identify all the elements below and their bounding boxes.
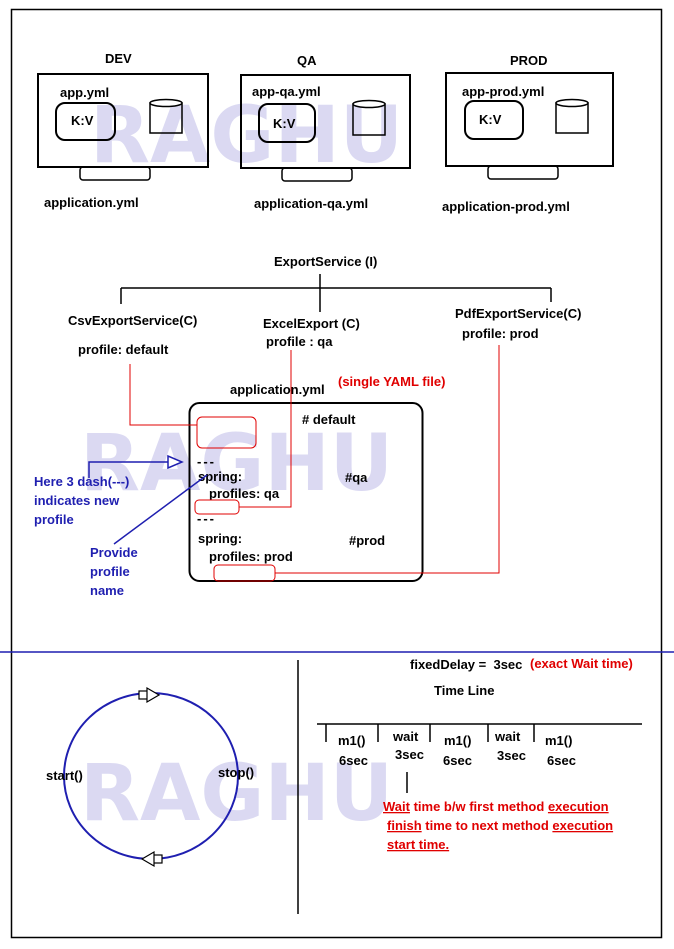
env-qa-kv: K:V — [273, 116, 296, 131]
env-prod-kv: K:V — [479, 112, 502, 127]
timeline-title: Time Line — [434, 683, 494, 698]
cycle-diagram: start() stop() — [46, 686, 254, 868]
yaml-prod-profiles: profiles: prod — [209, 549, 293, 564]
env-dev-stand — [79, 166, 151, 181]
cycle-start-label: start() — [46, 768, 83, 783]
expl-finish: finish — [387, 818, 422, 833]
explanation-line2: finish time to next method execution — [387, 818, 613, 833]
yaml-prod-comment: #prod — [349, 533, 385, 548]
timeline-segments: m1() 6sec wait 3sec m1() 6sec wait 3sec … — [338, 729, 576, 768]
dash-note-line2: indicates new — [34, 493, 120, 508]
csv-service-profile: profile: default — [78, 342, 169, 357]
env-dev-file: app.yml — [60, 85, 109, 100]
yaml-dashes-1: --- — [197, 454, 216, 469]
env-qa: QA app-qa.yml K:V application-qa.yml — [240, 53, 411, 211]
env-prod-stand — [487, 165, 559, 180]
env-qa-title: QA — [297, 53, 317, 68]
segment-2-bottom: 3sec — [395, 747, 424, 762]
yaml-note: (single YAML file) — [338, 374, 445, 389]
env-prod-caption: application-prod.yml — [442, 199, 570, 214]
cycle-arrow-bottom-icon — [140, 850, 163, 868]
env-qa-caption: application-qa.yml — [254, 196, 368, 211]
segment-3-top: m1() — [444, 733, 471, 748]
expl-execution2: execution — [552, 818, 613, 833]
pdf-service-name: PdfExportService(C) — [455, 306, 581, 321]
csv-service-name: CsvExportService(C) — [68, 313, 197, 328]
excel-connector — [239, 350, 292, 508]
env-prod-file: app-prod.yml — [462, 84, 544, 99]
env-dev-caption: application.yml — [44, 195, 139, 210]
segment-5-top: m1() — [545, 733, 572, 748]
pdf-connector — [275, 345, 500, 574]
expl-execution1: execution — [548, 799, 609, 814]
pdf-service-profile: profile: prod — [462, 326, 539, 341]
dash-note-arrow-icon — [167, 454, 184, 470]
env-dev-kv-box — [55, 102, 116, 141]
yaml-qa-comment: #qa — [345, 470, 368, 485]
env-dev-database-icon — [149, 98, 183, 134]
excel-service-name: ExcelExport (C) — [263, 316, 360, 331]
segment-2-top: wait — [392, 729, 419, 744]
expl-text1: time b/w first method — [410, 799, 548, 814]
timeline-explanation: Wait time b/w first method execution fin… — [383, 799, 613, 852]
env-prod: PROD app-prod.yml K:V application-prod.y… — [442, 53, 614, 214]
expl-wait: Wait — [383, 799, 411, 814]
yaml-file-box — [188, 402, 424, 582]
fixed-delay-label: fixedDelay = 3sec — [410, 657, 522, 672]
env-dev-title: DEV — [105, 51, 132, 66]
blue-notes: Here 3 dash(---) indicates new profile P… — [34, 454, 208, 598]
env-qa-file: app-qa.yml — [252, 84, 321, 99]
segment-3-bottom: 6sec — [443, 753, 472, 768]
segment-4-bottom: 3sec — [497, 748, 526, 763]
dash-note-connector — [88, 461, 168, 478]
profile-note-line1: Provide — [90, 545, 138, 560]
timeline-axis — [317, 723, 642, 793]
profile-note-line3: name — [90, 583, 124, 598]
dash-note-line1: Here 3 dash(---) — [34, 474, 129, 489]
tree-lines — [120, 274, 552, 312]
csv-connector — [129, 364, 197, 426]
profile-note-line2: profile — [90, 564, 130, 579]
yaml-qa-spring: spring: — [198, 469, 242, 484]
segment-1-top: m1() — [338, 733, 365, 748]
dash-note-line3: profile — [34, 512, 74, 527]
env-dev-kv: K:V — [71, 113, 94, 128]
segment-1-bottom: 6sec — [339, 753, 368, 768]
red-connectors — [129, 345, 500, 582]
cycle-stop-label: stop() — [218, 765, 254, 780]
excel-service-profile: profile : qa — [266, 334, 333, 349]
env-prod-title: PROD — [510, 53, 548, 68]
env-dev: DEV app.yml K:V application.yml — [37, 51, 209, 210]
segment-5-bottom: 6sec — [547, 753, 576, 768]
env-prod-database-icon — [555, 98, 589, 134]
expl-start: start time. — [387, 837, 449, 852]
segment-4-top: wait — [494, 729, 521, 744]
env-qa-stand — [281, 167, 353, 182]
yaml-default-comment: # default — [302, 412, 356, 427]
outer-frame — [10, 8, 663, 939]
fixed-delay-note: (exact Wait time) — [530, 656, 633, 671]
yaml-dashes-2: --- — [197, 511, 216, 526]
expl-text2: time to next method — [422, 818, 553, 833]
watermark-middle: RAGHU — [80, 419, 393, 509]
prod-highlight — [213, 564, 276, 582]
profile-note-connector — [113, 474, 208, 545]
yaml-qa-profiles: profiles: qa — [209, 486, 280, 501]
interface-label: ExportService (I) — [274, 254, 377, 269]
env-qa-database-icon — [352, 99, 386, 136]
yaml-prod-spring: spring: — [198, 531, 242, 546]
default-highlight — [196, 416, 257, 449]
explanation-line3: start time. — [387, 837, 449, 852]
env-qa-kv-box — [258, 103, 316, 143]
explanation-line1: Wait time b/w first method execution — [383, 799, 609, 814]
env-prod-kv-box — [464, 100, 524, 140]
cycle-arrow-top-icon — [138, 686, 161, 704]
yaml-title: application.yml — [230, 382, 325, 397]
